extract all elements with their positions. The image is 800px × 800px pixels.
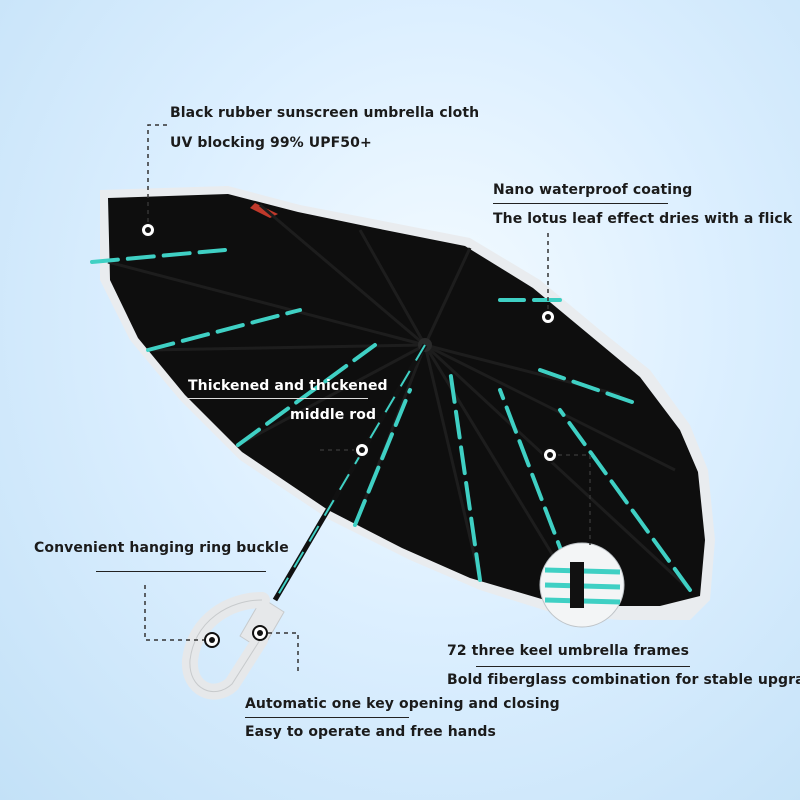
- leader-lines: [144, 124, 591, 675]
- rod-callout-title: Thickened and thickened: [188, 378, 388, 394]
- auto-callout-title: Automatic one key opening and closing: [245, 696, 560, 712]
- shaft-accent: [274, 344, 426, 601]
- coating-callout-detail: The lotus leaf effect dries with a flick: [493, 211, 793, 227]
- rod-callout-detail: middle rod: [290, 407, 377, 423]
- frames-callout-detail: Bold fiberglass combination for stable u…: [447, 672, 800, 688]
- marker-auto-icon: [252, 625, 268, 641]
- ring-callout-title: Convenient hanging ring buckle: [34, 540, 289, 556]
- marker-icons: [140, 222, 558, 648]
- ring-callout-underline: [96, 571, 266, 572]
- marker-cloth-icon: [140, 222, 156, 238]
- rib-frame: [107, 203, 692, 601]
- frame-detail-inset: [539, 542, 625, 628]
- handle: [181, 592, 285, 700]
- marker-coating-icon: [540, 309, 556, 325]
- auto-callout-underline: [245, 717, 409, 718]
- marker-rod-icon: [354, 442, 370, 458]
- auto-callout-detail: Easy to operate and free hands: [245, 724, 496, 740]
- marker-ring-icon: [204, 632, 220, 648]
- coating-callout-underline: [493, 203, 668, 204]
- cloth-callout-detail: UV blocking 99% UPF50+: [170, 135, 372, 151]
- rod-callout-underline: [188, 398, 368, 399]
- frames-callout-underline: [476, 666, 690, 667]
- rib-accents: [90, 248, 692, 602]
- cloth-callout-title: Black rubber sunscreen umbrella cloth: [170, 105, 480, 121]
- marker-frames-icon: [542, 447, 558, 463]
- coating-callout-title: Nano waterproof coating: [493, 182, 693, 198]
- frames-callout-title: 72 three keel umbrella frames: [447, 643, 690, 659]
